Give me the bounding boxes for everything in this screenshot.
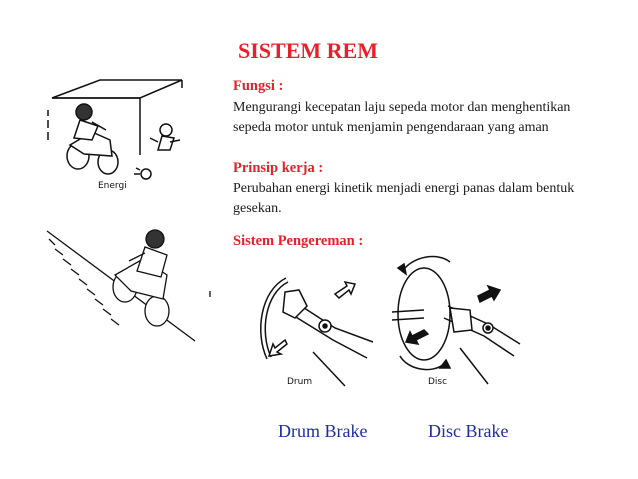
- drum-label: Drum: [287, 377, 312, 387]
- sistem-heading: Sistem Pengereman :: [233, 233, 364, 249]
- energi-label: Energi: [98, 181, 127, 191]
- disc-label: Disc: [428, 377, 447, 387]
- drum-brake-caption: Drum Brake: [278, 421, 368, 441]
- fungsi-heading: Fungsi :: [233, 78, 284, 94]
- fungsi-line-2: sepeda motor untuk menjamin pengendaraan…: [233, 120, 549, 135]
- motorcycle-braking-illustration: Energi: [47, 79, 183, 191]
- disc-brake-illustration: Disc: [391, 255, 521, 387]
- prinsip-heading: Prinsip kerja :: [233, 160, 324, 176]
- disc-brake-caption: Disc Brake: [428, 421, 509, 441]
- prinsip-line-2: gesekan.: [233, 201, 282, 216]
- fungsi-line-1: Mengurangi kecepatan laju sepeda motor d…: [233, 100, 571, 115]
- drum-brake-illustration: Drum: [260, 277, 374, 387]
- page-title: SISTEM REM: [238, 38, 378, 63]
- prinsip-line-1: Perubahan energi kinetik menjadi energi …: [233, 181, 575, 196]
- motorcycle-slope-illustration: [46, 229, 211, 342]
